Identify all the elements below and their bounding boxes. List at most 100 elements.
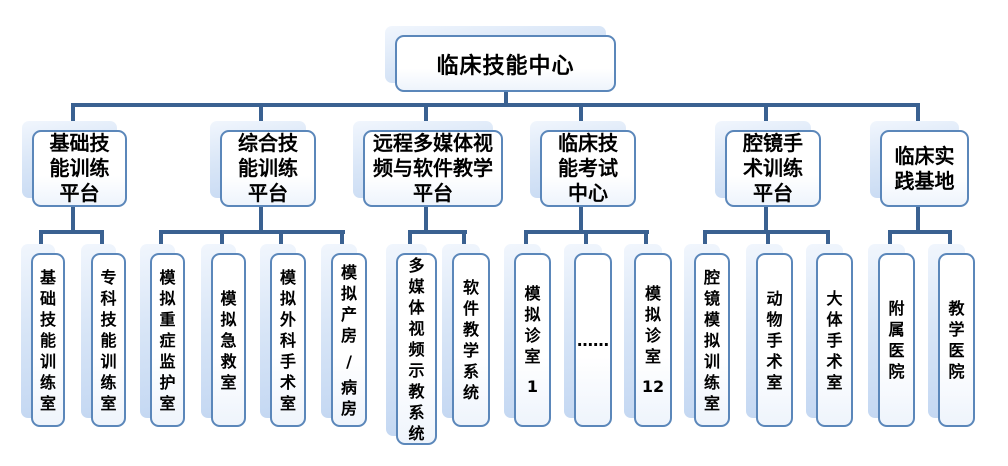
connector-line	[644, 230, 648, 248]
label-char: 镜	[703, 288, 720, 308]
connector-line	[408, 230, 412, 248]
connector-line	[39, 230, 43, 248]
label-char: 1	[526, 377, 539, 396]
branch-node: 腔镜手术训练平台	[725, 130, 821, 207]
connector-line	[259, 103, 263, 124]
node-label: 模拟诊室 12	[636, 257, 670, 423]
label-char: 视	[408, 318, 425, 338]
connector-line	[279, 230, 283, 248]
label-char: 训	[100, 351, 117, 371]
label-char: 室	[39, 393, 56, 413]
label-char: 室	[766, 372, 783, 392]
label-char: 室	[159, 393, 176, 413]
connector-line	[584, 230, 588, 248]
label-char: 救	[220, 351, 237, 371]
node-label: 临床实践基地	[894, 143, 955, 193]
connector-line	[159, 230, 345, 234]
node-label: 模拟外科手术室	[272, 257, 304, 423]
connector-line	[703, 230, 707, 248]
label-char: 模	[524, 284, 541, 303]
label-char: 模	[220, 288, 237, 308]
label-char: 室	[279, 393, 296, 413]
node-label: 基础技能训练平台	[49, 131, 110, 205]
label-char: 院	[948, 362, 965, 381]
connector-line	[39, 230, 104, 234]
connector-line	[888, 230, 952, 234]
label-char: ……	[577, 330, 609, 350]
label-char: 监	[159, 351, 176, 371]
leaf-node: 教学医院	[938, 253, 975, 427]
connector-line	[764, 103, 768, 124]
branch-node: 远程多媒体视频与软件教学平台	[363, 130, 503, 207]
node-label: 软件教学系统	[454, 257, 488, 423]
label-char: 统	[408, 423, 425, 443]
label-char: 急	[220, 330, 237, 350]
connector-line	[888, 230, 892, 248]
connector-line	[408, 230, 467, 234]
connector-line	[71, 206, 75, 234]
connector-line	[424, 206, 428, 234]
label-char: 媒	[408, 276, 425, 296]
node-label: 多媒体视频示教系统	[398, 255, 435, 443]
leaf-node: 附属医院	[878, 253, 915, 427]
label-char: 拟	[703, 330, 720, 350]
connector-line	[100, 230, 104, 248]
node-label: 动物手术室	[758, 257, 791, 423]
node-label: 模拟急救室	[213, 257, 244, 423]
connector-line	[579, 103, 583, 124]
leaf-node: 模拟诊室 12	[634, 253, 672, 427]
label-char: 诊	[644, 326, 661, 345]
connector-line	[826, 230, 830, 248]
label-char: 12	[641, 377, 665, 396]
connector-line	[764, 206, 768, 234]
leaf-node: 软件教学系统	[452, 253, 490, 427]
node-label: 教学医院	[940, 257, 973, 423]
leaf-node: 基础技能训练室	[31, 253, 65, 427]
label-char: 诊	[524, 326, 541, 345]
label-char: 护	[159, 372, 176, 392]
label-char: 重	[159, 309, 176, 329]
label-char: 模	[159, 267, 176, 287]
label-char: 多	[408, 255, 425, 275]
label-char: 手	[766, 330, 783, 350]
label-char: 附	[888, 299, 905, 318]
label-char: 统	[462, 383, 479, 402]
leaf-node: 模拟重症监护室	[150, 253, 185, 427]
label-char: 模	[340, 262, 357, 282]
label-char: 模	[644, 284, 661, 303]
label-char: 症	[159, 330, 176, 350]
node-label: 模拟重症监护室	[152, 257, 183, 423]
leaf-node: 专科技能训练室	[91, 253, 126, 427]
leaf-node: 多媒体视频示教系统	[396, 253, 437, 445]
label-char: 室	[826, 372, 843, 392]
label-char: 室	[644, 347, 661, 366]
label-char: 学	[462, 341, 479, 360]
label-char: 能	[39, 330, 56, 350]
connector-line	[524, 230, 528, 248]
connector-line	[259, 206, 263, 234]
node-label: 腔镜手术训练平台	[743, 131, 803, 205]
root-node: 临床技能中心	[395, 35, 616, 92]
node-label: 附属医院	[880, 257, 913, 423]
label-char: 医	[888, 341, 905, 360]
label-char: 训	[39, 351, 56, 371]
label-char: 病	[340, 377, 357, 397]
leaf-node: 模拟急救室	[211, 253, 246, 427]
label-char: 技	[100, 309, 117, 329]
connector-line	[766, 230, 770, 248]
label-char: 手	[279, 351, 296, 371]
label-char: 室	[100, 393, 117, 413]
label-char: 科	[279, 330, 296, 350]
label-char: 拟	[644, 305, 661, 324]
label-char: 件	[462, 299, 479, 318]
label-char: 学	[948, 320, 965, 339]
label-char: 手	[826, 330, 843, 350]
label-char: 室	[703, 393, 720, 413]
label-char: 频	[408, 339, 425, 359]
label-char: 室	[524, 347, 541, 366]
node-label: 临床技能中心	[436, 53, 575, 79]
label-char: 拟	[279, 288, 296, 308]
